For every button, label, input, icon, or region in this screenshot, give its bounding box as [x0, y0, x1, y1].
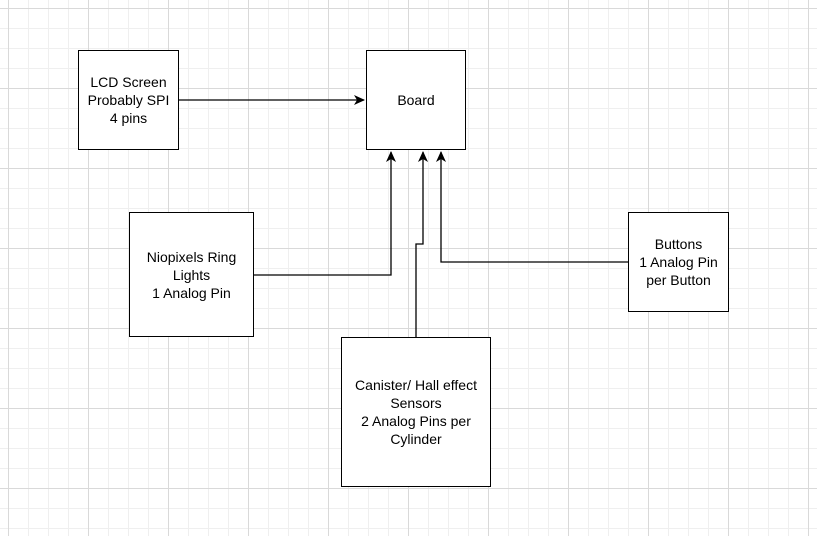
- canister-sensors-label: Canister/ Hall effect Sensors 2 Analog P…: [355, 377, 477, 447]
- buttons-label: Buttons 1 Analog Pin per Button: [639, 236, 718, 288]
- board-label: Board: [397, 92, 435, 108]
- neopixels-ring-label: Niopixels Ring Lights 1 Analog Pin: [146, 248, 237, 301]
- canister-sensors-node[interactable]: Canister/ Hall effect Sensors 2 Analog P…: [341, 337, 491, 487]
- edge-buttons-to-board: [436, 151, 628, 263]
- buttons-node[interactable]: Buttons 1 Analog Pin per Button: [628, 212, 729, 312]
- lcd-screen-node[interactable]: LCD Screen Probably SPI 4 pins: [78, 50, 179, 150]
- board-node[interactable]: Board: [366, 50, 466, 150]
- edge-canister-to-board: [415, 151, 428, 337]
- neopixels-ring-node[interactable]: Niopixels Ring Lights 1 Analog Pin: [129, 212, 254, 337]
- lcd-screen-label: LCD Screen Probably SPI 4 pins: [87, 74, 170, 126]
- edge-neopixels-to-board: [254, 151, 396, 276]
